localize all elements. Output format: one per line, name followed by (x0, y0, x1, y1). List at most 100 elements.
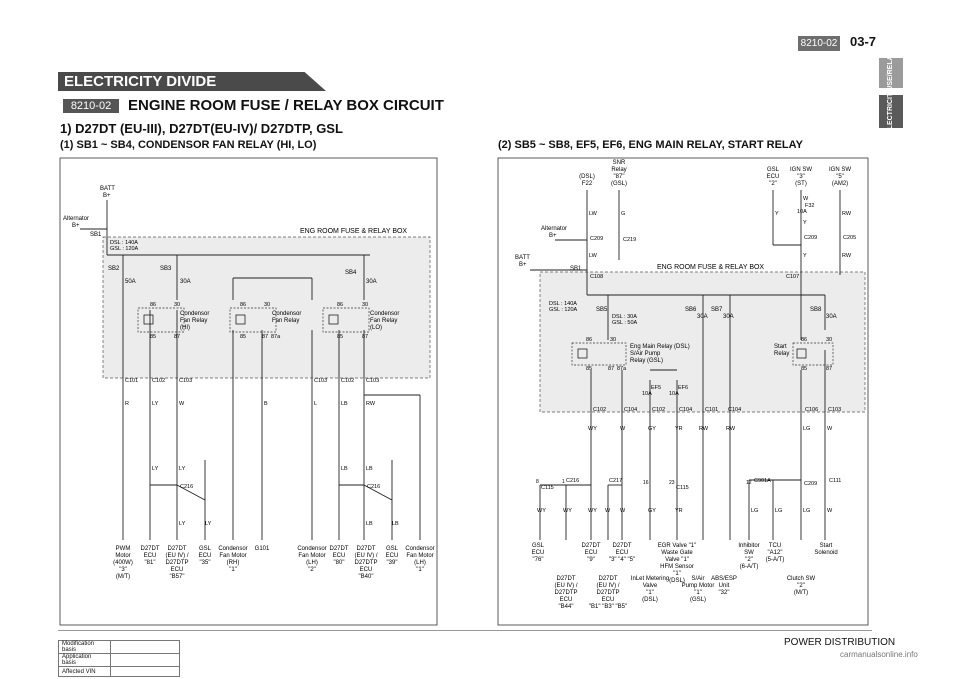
relay-hi-label-2: Fan Relay (180, 318, 207, 324)
relay-mid-pin-86: 86 (240, 302, 246, 308)
comp-pwm-motor-2: Motor (115, 553, 130, 559)
start-relay-pin-85: 85 (801, 366, 807, 372)
fuse-ef5-name: EF5 (651, 385, 661, 391)
comp-d27dt-ecu-9-3: "9" (587, 557, 595, 563)
relay-lo-pin-85: 85 (337, 334, 343, 340)
right-wire-w-2: W (827, 426, 833, 432)
comp-fan-lh1-2: Fan Motor (406, 553, 433, 559)
section-code: 8210-02 (63, 99, 119, 113)
comp-egr-valve-4: HFM Sensor (660, 564, 694, 570)
relay-lo-pin-30: 30 (362, 302, 368, 308)
fuse-sb7-rating: 30A (723, 314, 734, 320)
right-wire-wy: WY (588, 426, 597, 432)
right-subtitle: (2) SB5 ~ SB8, EF5, EF6, ENG MAIN RELAY,… (498, 139, 803, 151)
relay-lo-pin-87: 87 (362, 334, 368, 340)
comp-d27dt-ecu-345-1: D27DT (612, 543, 631, 549)
right-top-wire-g: G (621, 211, 625, 217)
right-wire-rw: RW (699, 426, 709, 432)
right-conn-c205: C205 (843, 235, 856, 241)
right-conn-c209-b: C209 (804, 235, 817, 241)
tab-electricity[interactable]: ELECTRICITY (879, 89, 903, 134)
section-code-badge: 8210-02 (798, 36, 840, 51)
src-ign-sw-st-3: (ST) (795, 181, 807, 187)
comp-d27dtp-b57-1: D27DT (167, 546, 186, 552)
right-wire-yr: YR (675, 426, 683, 432)
wiring-diagram: ENG ROOM FUSE & RELAY BOX BATT B+ Altern… (59, 157, 869, 626)
left-box-label: ENG ROOM FUSE & RELAY BOX (300, 228, 407, 235)
relay-mid-pin-30: 30 (264, 302, 270, 308)
comp-clutch-sw-2: "2" (797, 583, 805, 589)
fuse-sb8-rating: 30A (826, 314, 837, 320)
right-conn-c102-b: C102 (652, 407, 665, 413)
relay-lo-label-1: Condensor (370, 311, 399, 317)
comp-d27dt-ecu-80-2: ECU (333, 553, 346, 559)
right-wire-gy: GY (648, 426, 656, 432)
info-value (110, 666, 180, 677)
left-batt-plus: B+ (103, 193, 111, 199)
fuse-ef6-rating: 10A (669, 391, 679, 397)
comp-egr-valve-1: EGR Valve "1" (658, 543, 697, 549)
left-wire-rw: RW (366, 401, 376, 407)
comp-d27dtp-b57-3: D27DTP (165, 560, 188, 566)
left-wire-ly-3: LY (179, 466, 186, 472)
comp-d27dt-ecu-81-1: D27DT (140, 546, 159, 552)
comp-gsl-ecu-35-3: "35" (200, 560, 211, 566)
right-conn-c216: C216 (566, 478, 579, 484)
left-wire-lb: LB (341, 401, 348, 407)
right-batt-plus: B+ (519, 262, 527, 268)
comp-gsl-ecu-76-3: "76" (533, 557, 544, 563)
comp-clutch-sw-1: Clutch SW (787, 576, 816, 582)
footer-divider (58, 630, 872, 631)
info-value (110, 653, 180, 667)
comp-fan-rh-4: "1" (229, 567, 237, 573)
left-wire-lb-4: LB (366, 521, 373, 527)
relay-lo-pin-86: 86 (337, 302, 343, 308)
start-relay-label-1: Start (774, 344, 787, 350)
right-conn-c901a: C901A (754, 478, 771, 484)
right-pin-1: 1 (562, 479, 565, 485)
src-snr-relay-1: SNR (613, 160, 626, 166)
main-relay-label-3: Relay (GSL) (630, 358, 663, 364)
comp-abs-esp-2: Unit (719, 583, 730, 589)
comp-tcu-1: TCU (769, 543, 781, 549)
left-panel (59, 157, 438, 626)
comp-gsl-ecu-76-1: GSL (532, 543, 545, 549)
comp-egr-valve-5: "1" (673, 571, 681, 577)
tab-fuse-relay[interactable]: FUSE/RELAY (879, 51, 903, 95)
comp-d27dtp-b1-3: D27DTP (596, 590, 619, 596)
right-sb1-rating-dsl: DSL : 140A (549, 301, 577, 307)
relay-hi-pin-30: 30 (174, 302, 180, 308)
right-sb1: SB1 (570, 266, 582, 272)
left-sb1-rating-dsl: DSL : 140A (110, 240, 138, 246)
comp-tcu-2: "A12" (768, 550, 783, 556)
start-relay-pin-30: 30 (826, 337, 832, 343)
comp-fan-lh1-1: Condensor (405, 546, 434, 552)
right-wire-rw-2: RW (726, 426, 736, 432)
left-wire-ly-2: LY (152, 466, 159, 472)
fuse-sb6-rating: 30A (697, 314, 708, 320)
comp-d27dtp-b1-5: "B1" "B3" "B5" (589, 604, 627, 610)
src-snr-relay-3: "87" (614, 174, 625, 180)
right-top-wire-y-2: Y (803, 220, 807, 226)
comp-inhibitor-sw-2: SW (744, 550, 754, 556)
src-ign-sw-am2-2: "5" (836, 174, 844, 180)
comp-inlet-valve-3: "1" (646, 590, 654, 596)
right-conn-c217: C217 (609, 478, 622, 484)
right-pin-23: 23 (669, 480, 675, 486)
fuse-f32-rating: 10A (797, 209, 807, 215)
right-alternator: Alternator (541, 226, 567, 232)
src-ign-sw-am2-3: (AM2) (832, 181, 848, 187)
left-diagram: ENG ROOM FUSE & RELAY BOX BATT B+ Altern… (63, 186, 435, 580)
comp-fan-lh1-4: "1" (416, 567, 424, 573)
table-row: Application basis (58, 653, 180, 667)
src-gsl-ecu-1: GSL (767, 167, 780, 173)
fuse-sb2-rating: 50A (125, 279, 136, 285)
left-wire-b: B (264, 401, 268, 407)
main-relay-pin-30: 30 (610, 337, 616, 343)
comp-fan-rh-1: Condensor (218, 546, 247, 552)
comp-d27dtp-b40-3: D27DTP (354, 560, 377, 566)
left-conn-c103-b: C103 (314, 378, 327, 384)
info-value (110, 640, 180, 654)
comp-inlet-valve-4: (DSL) (642, 597, 658, 603)
right-wire-lg: LG (803, 426, 810, 432)
